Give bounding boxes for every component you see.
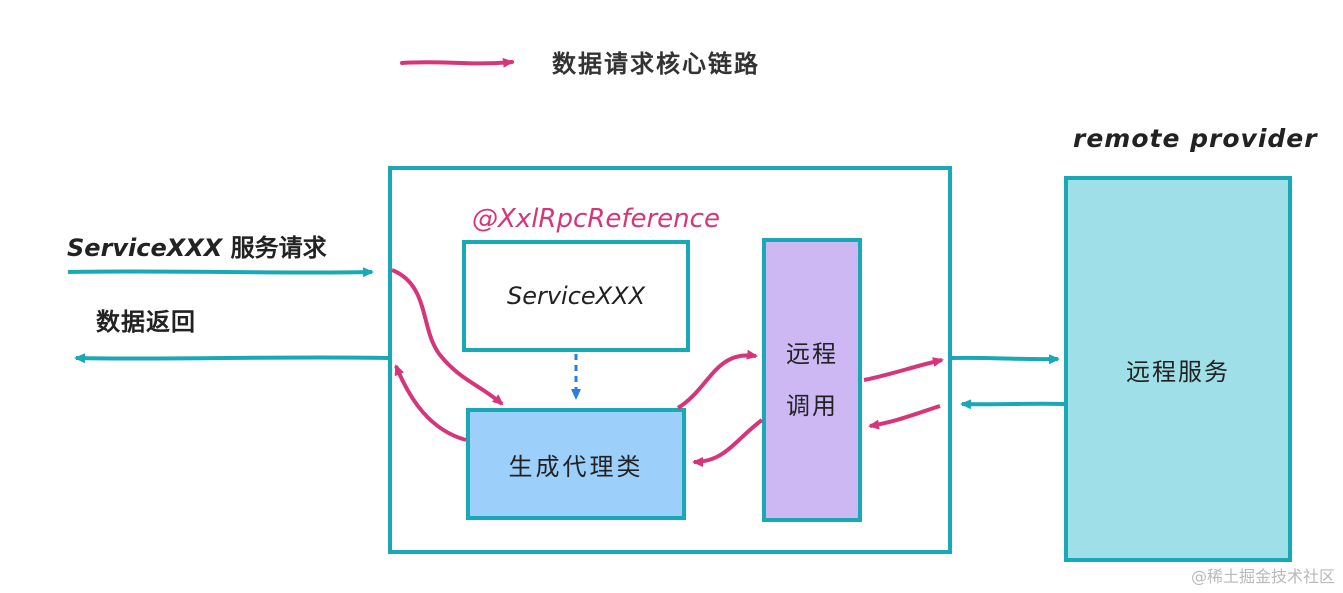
- data-return-label: 数据返回: [96, 308, 196, 336]
- service-request-suffix: 服务请求: [222, 234, 327, 262]
- provider-return-arrow: [960, 399, 1065, 410]
- core-path-back-to-proxy: [692, 418, 764, 467]
- client-return-arrow: [74, 353, 389, 364]
- core-path-from-provider: [868, 404, 941, 430]
- remote-service-label: 远程服务: [1126, 357, 1230, 386]
- provider-request-arrow: [951, 354, 1060, 365]
- core-path-to-remote-call: [676, 349, 758, 410]
- legend-arrow: [400, 57, 514, 68]
- service-interface-label: ServiceXXX: [506, 282, 646, 310]
- core-path-entry: [391, 268, 504, 406]
- service-interface-box: [462, 240, 690, 352]
- service-request-label: ServiceXXX 服务请求: [67, 228, 327, 263]
- remote-call-box: [762, 238, 862, 522]
- remote-call-label-line1: 远程: [786, 340, 838, 368]
- remote-call-label: 远程 调用: [764, 240, 860, 520]
- rpc-reference-annotation: @XxlRpcReference: [472, 204, 720, 234]
- client-request-arrow: [67, 267, 374, 278]
- proxy-class-label: 生成代理类: [508, 452, 644, 481]
- service-request-name: ServiceXXX: [67, 234, 223, 262]
- core-path-to-provider: [863, 357, 944, 382]
- consumer-frame: [388, 166, 952, 554]
- legend-label: 数据请求核心链路: [552, 50, 760, 78]
- remote-provider-box: [1064, 176, 1292, 562]
- remote-provider-title: remote provider: [1073, 124, 1318, 153]
- remote-call-label-line2: 调用: [786, 392, 838, 420]
- proxy-class-box: [466, 408, 686, 520]
- core-path-exit: [394, 364, 467, 442]
- watermark: @稀土掘金技术社区: [1190, 567, 1335, 586]
